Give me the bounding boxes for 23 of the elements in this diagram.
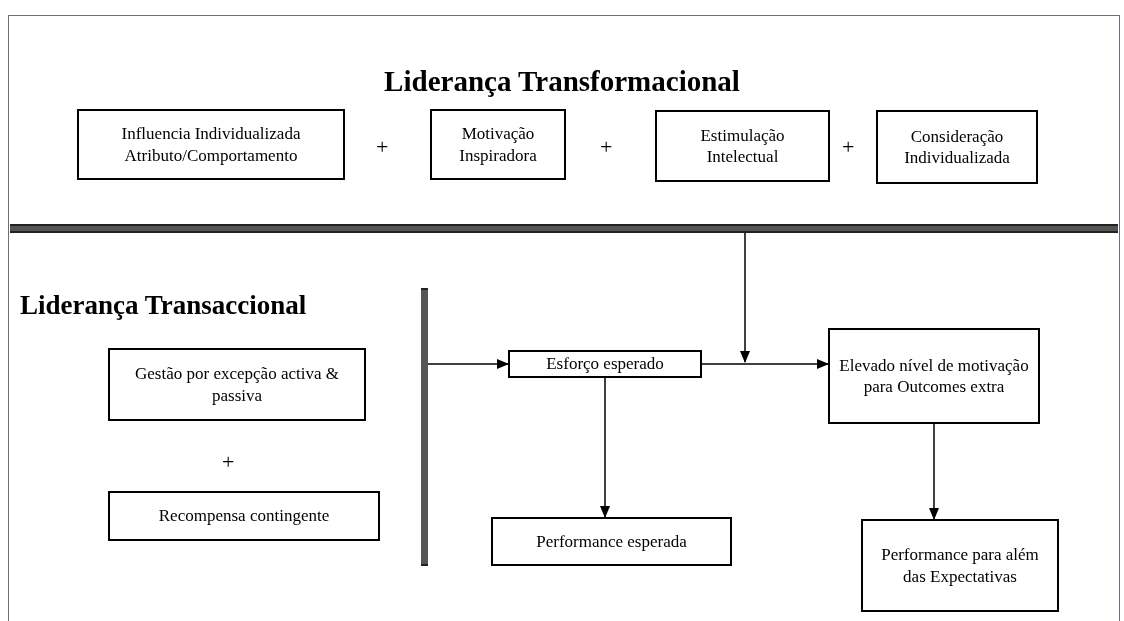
process-box: Elevado nível de motivação para Outcomes extra — [828, 328, 1040, 424]
section-heading: Liderança Transaccional — [20, 289, 307, 322]
arrow — [929, 423, 939, 520]
process-box: Performance esperada — [491, 517, 732, 566]
process-box: Recompensa contingente — [108, 491, 380, 541]
process-box: Motivação Inspiradora — [430, 109, 566, 180]
process-box: Gestão por excepção activa & passiva — [108, 348, 366, 421]
process-box: Estimulação Intelectual — [655, 110, 830, 182]
process-box: Performance para além das Expectativas — [861, 519, 1059, 612]
plus-sign: + — [222, 448, 235, 476]
arrow — [740, 232, 750, 363]
plus-sign: + — [842, 133, 855, 161]
plus-sign: + — [600, 133, 613, 161]
process-box: Influencia Individualizada Atributo/Comportamento — [77, 109, 345, 180]
process-box: Esforço esperado — [508, 350, 702, 378]
divider-bar — [421, 288, 428, 566]
diagram-title: Liderança Transformacional — [383, 64, 741, 99]
process-box: Consideração Individualizada — [876, 110, 1038, 184]
arrow — [701, 359, 829, 369]
separator-band — [10, 224, 1118, 233]
arrow — [600, 377, 610, 518]
plus-sign: + — [376, 133, 389, 161]
arrow — [427, 359, 509, 369]
